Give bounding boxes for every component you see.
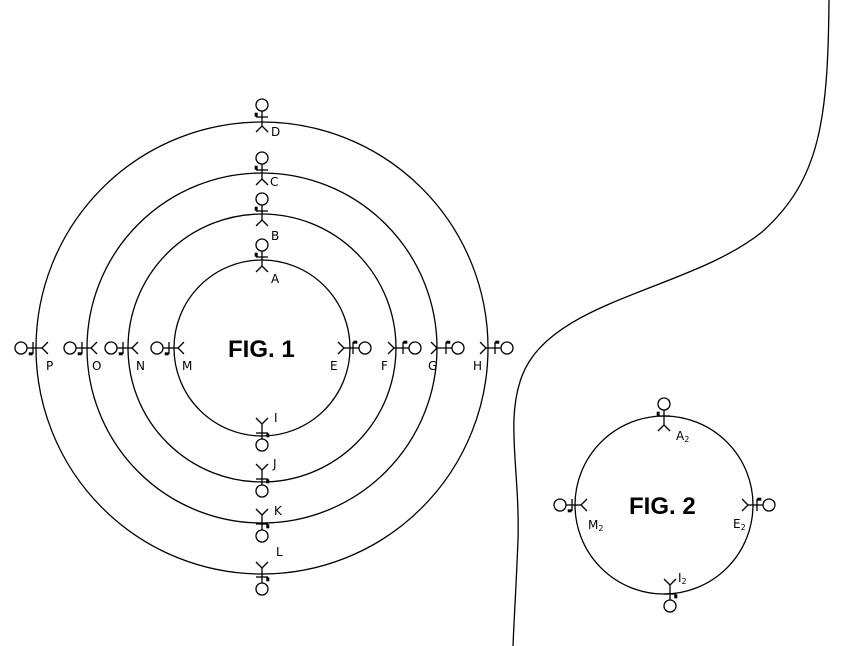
figure-b	[254, 192, 269, 227]
marker-icon	[266, 433, 270, 438]
fig2-title: FIG. 2	[629, 493, 696, 520]
figure-g	[430, 340, 465, 355]
figure-p	[14, 341, 49, 356]
marker-icon	[757, 497, 762, 501]
label-d: D	[271, 125, 280, 139]
figure-e2	[741, 497, 776, 512]
divider-curve	[512, 0, 830, 646]
marker-icon	[254, 112, 258, 117]
figure-k	[255, 508, 270, 543]
figure-f	[387, 340, 422, 355]
label-j: J	[272, 457, 277, 471]
figure-o	[63, 341, 98, 356]
figure-i2	[663, 578, 678, 613]
label-h: H	[473, 359, 482, 373]
marker-icon	[266, 524, 270, 529]
figure-a	[254, 238, 269, 273]
fig1-title: FIG. 1	[228, 336, 295, 363]
label-i2: I2	[678, 571, 687, 586]
marker-icon	[567, 509, 572, 513]
marker-icon	[674, 594, 678, 599]
label-m2: M2	[588, 518, 603, 533]
figure-e	[337, 340, 372, 355]
fig2-labels: A2 E2 I2 M2	[588, 429, 746, 586]
marker-icon	[266, 577, 270, 582]
marker-icon	[254, 165, 258, 170]
label-e: E	[330, 359, 338, 373]
marker-icon	[403, 340, 408, 344]
label-b: B	[271, 229, 279, 243]
label-n: N	[136, 359, 145, 373]
marker-icon	[254, 252, 258, 257]
label-p: P	[46, 359, 53, 373]
marker-icon	[28, 352, 33, 356]
marker-icon	[446, 340, 451, 344]
marker-icon	[254, 206, 258, 211]
marker-icon	[118, 352, 123, 356]
figure-j	[255, 463, 270, 498]
label-i: I	[274, 411, 278, 425]
marker-icon	[353, 340, 358, 344]
figure-m2	[553, 498, 588, 513]
figure-h	[479, 340, 514, 355]
label-a: A	[271, 272, 280, 286]
label-m: M	[182, 359, 192, 373]
figure-a2	[656, 397, 671, 432]
marker-icon	[164, 352, 169, 356]
fig1-labels: A B C D E F G H I J K L M N O P	[46, 125, 482, 559]
figure-c	[254, 151, 269, 186]
figure-i	[255, 417, 270, 452]
figure-n	[104, 341, 139, 356]
label-f: F	[381, 359, 388, 373]
label-o: O	[92, 359, 101, 373]
label-g: G	[428, 359, 437, 373]
label-a2: A2	[676, 429, 689, 444]
label-e2: E2	[733, 517, 746, 532]
figure-m	[150, 341, 185, 356]
label-c: C	[270, 175, 278, 189]
label-k: K	[274, 504, 283, 518]
marker-icon	[656, 411, 660, 416]
marker-icon	[495, 340, 500, 344]
label-l: L	[276, 545, 283, 559]
figure-d	[254, 98, 269, 133]
stick-figures	[14, 98, 776, 613]
marker-icon	[266, 479, 270, 484]
figure-l	[255, 561, 270, 596]
marker-icon	[77, 352, 82, 356]
